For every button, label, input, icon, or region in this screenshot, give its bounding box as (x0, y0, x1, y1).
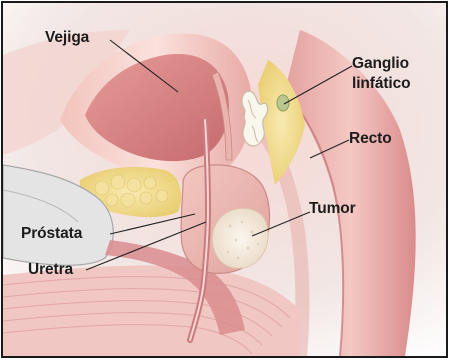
label-ganglio-line1: Ganglio (352, 54, 442, 74)
label-prostata: Próstata (21, 225, 82, 243)
lymph-node (277, 95, 289, 111)
label-recto: Recto (349, 130, 392, 148)
label-ganglio-line2: linfático (352, 74, 442, 94)
label-vejiga: Vejiga (45, 29, 89, 47)
label-ganglio-linfatico: Ganglio linfático (352, 54, 442, 94)
label-tumor: Tumor (309, 200, 356, 218)
label-uretra: Uretra (28, 261, 73, 279)
